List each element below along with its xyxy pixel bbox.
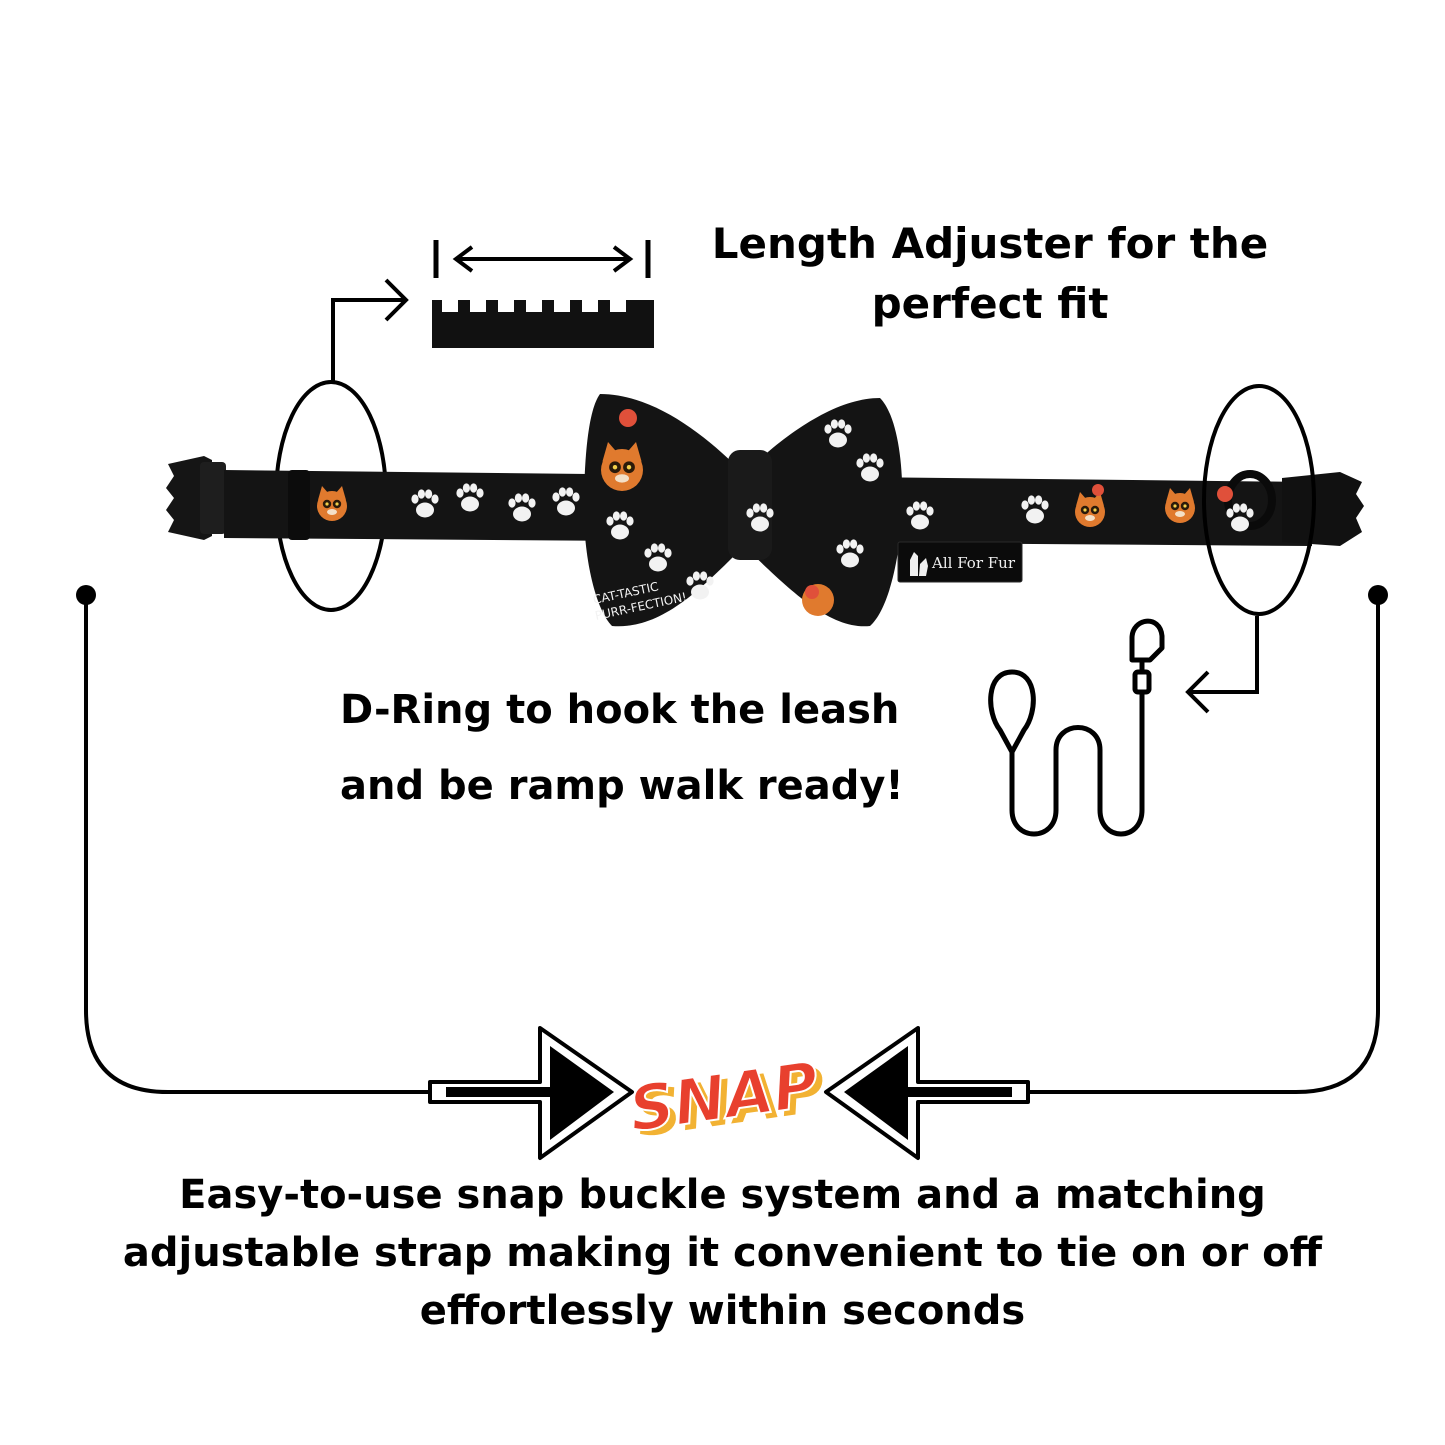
left-arrow-icon [824, 1026, 1030, 1160]
bow-tie: CAT-TASTIC PURR-FECTION! [584, 394, 903, 627]
snap-badge-text: SNAP [625, 1047, 823, 1146]
snap-badge: SNAP SNAP [624, 1046, 830, 1151]
length-adjuster-caption: Length Adjuster for the perfect fit [711, 219, 1269, 328]
d-ring-callout [1185, 384, 1316, 714]
snap-buckle-caption-line: Easy-to-use snap buckle system and a mat… [179, 1172, 1266, 1218]
pet-silhouette-icon [910, 552, 928, 576]
ruler-icon [432, 240, 654, 348]
brand-tag: All For Fur [897, 541, 1023, 583]
length-adjuster-callout [274, 278, 409, 612]
snap-buckle-caption-line: adjustable strap making it convenient to… [122, 1230, 1323, 1276]
snap-connector-left [76, 585, 430, 1094]
snap-connector-right [1028, 585, 1388, 1094]
brand-tag-text: All For Fur [931, 554, 1016, 572]
leash-icon [988, 618, 1165, 837]
right-arrow-icon [428, 1026, 634, 1160]
snap-buckle-caption: Easy-to-use snap buckle system and a mat… [60, 1166, 1385, 1340]
snap-buckle-caption-line: effortlessly within seconds [419, 1288, 1026, 1334]
d-ring-caption: D-Ring to hook the leash and be ramp wal… [340, 687, 904, 809]
